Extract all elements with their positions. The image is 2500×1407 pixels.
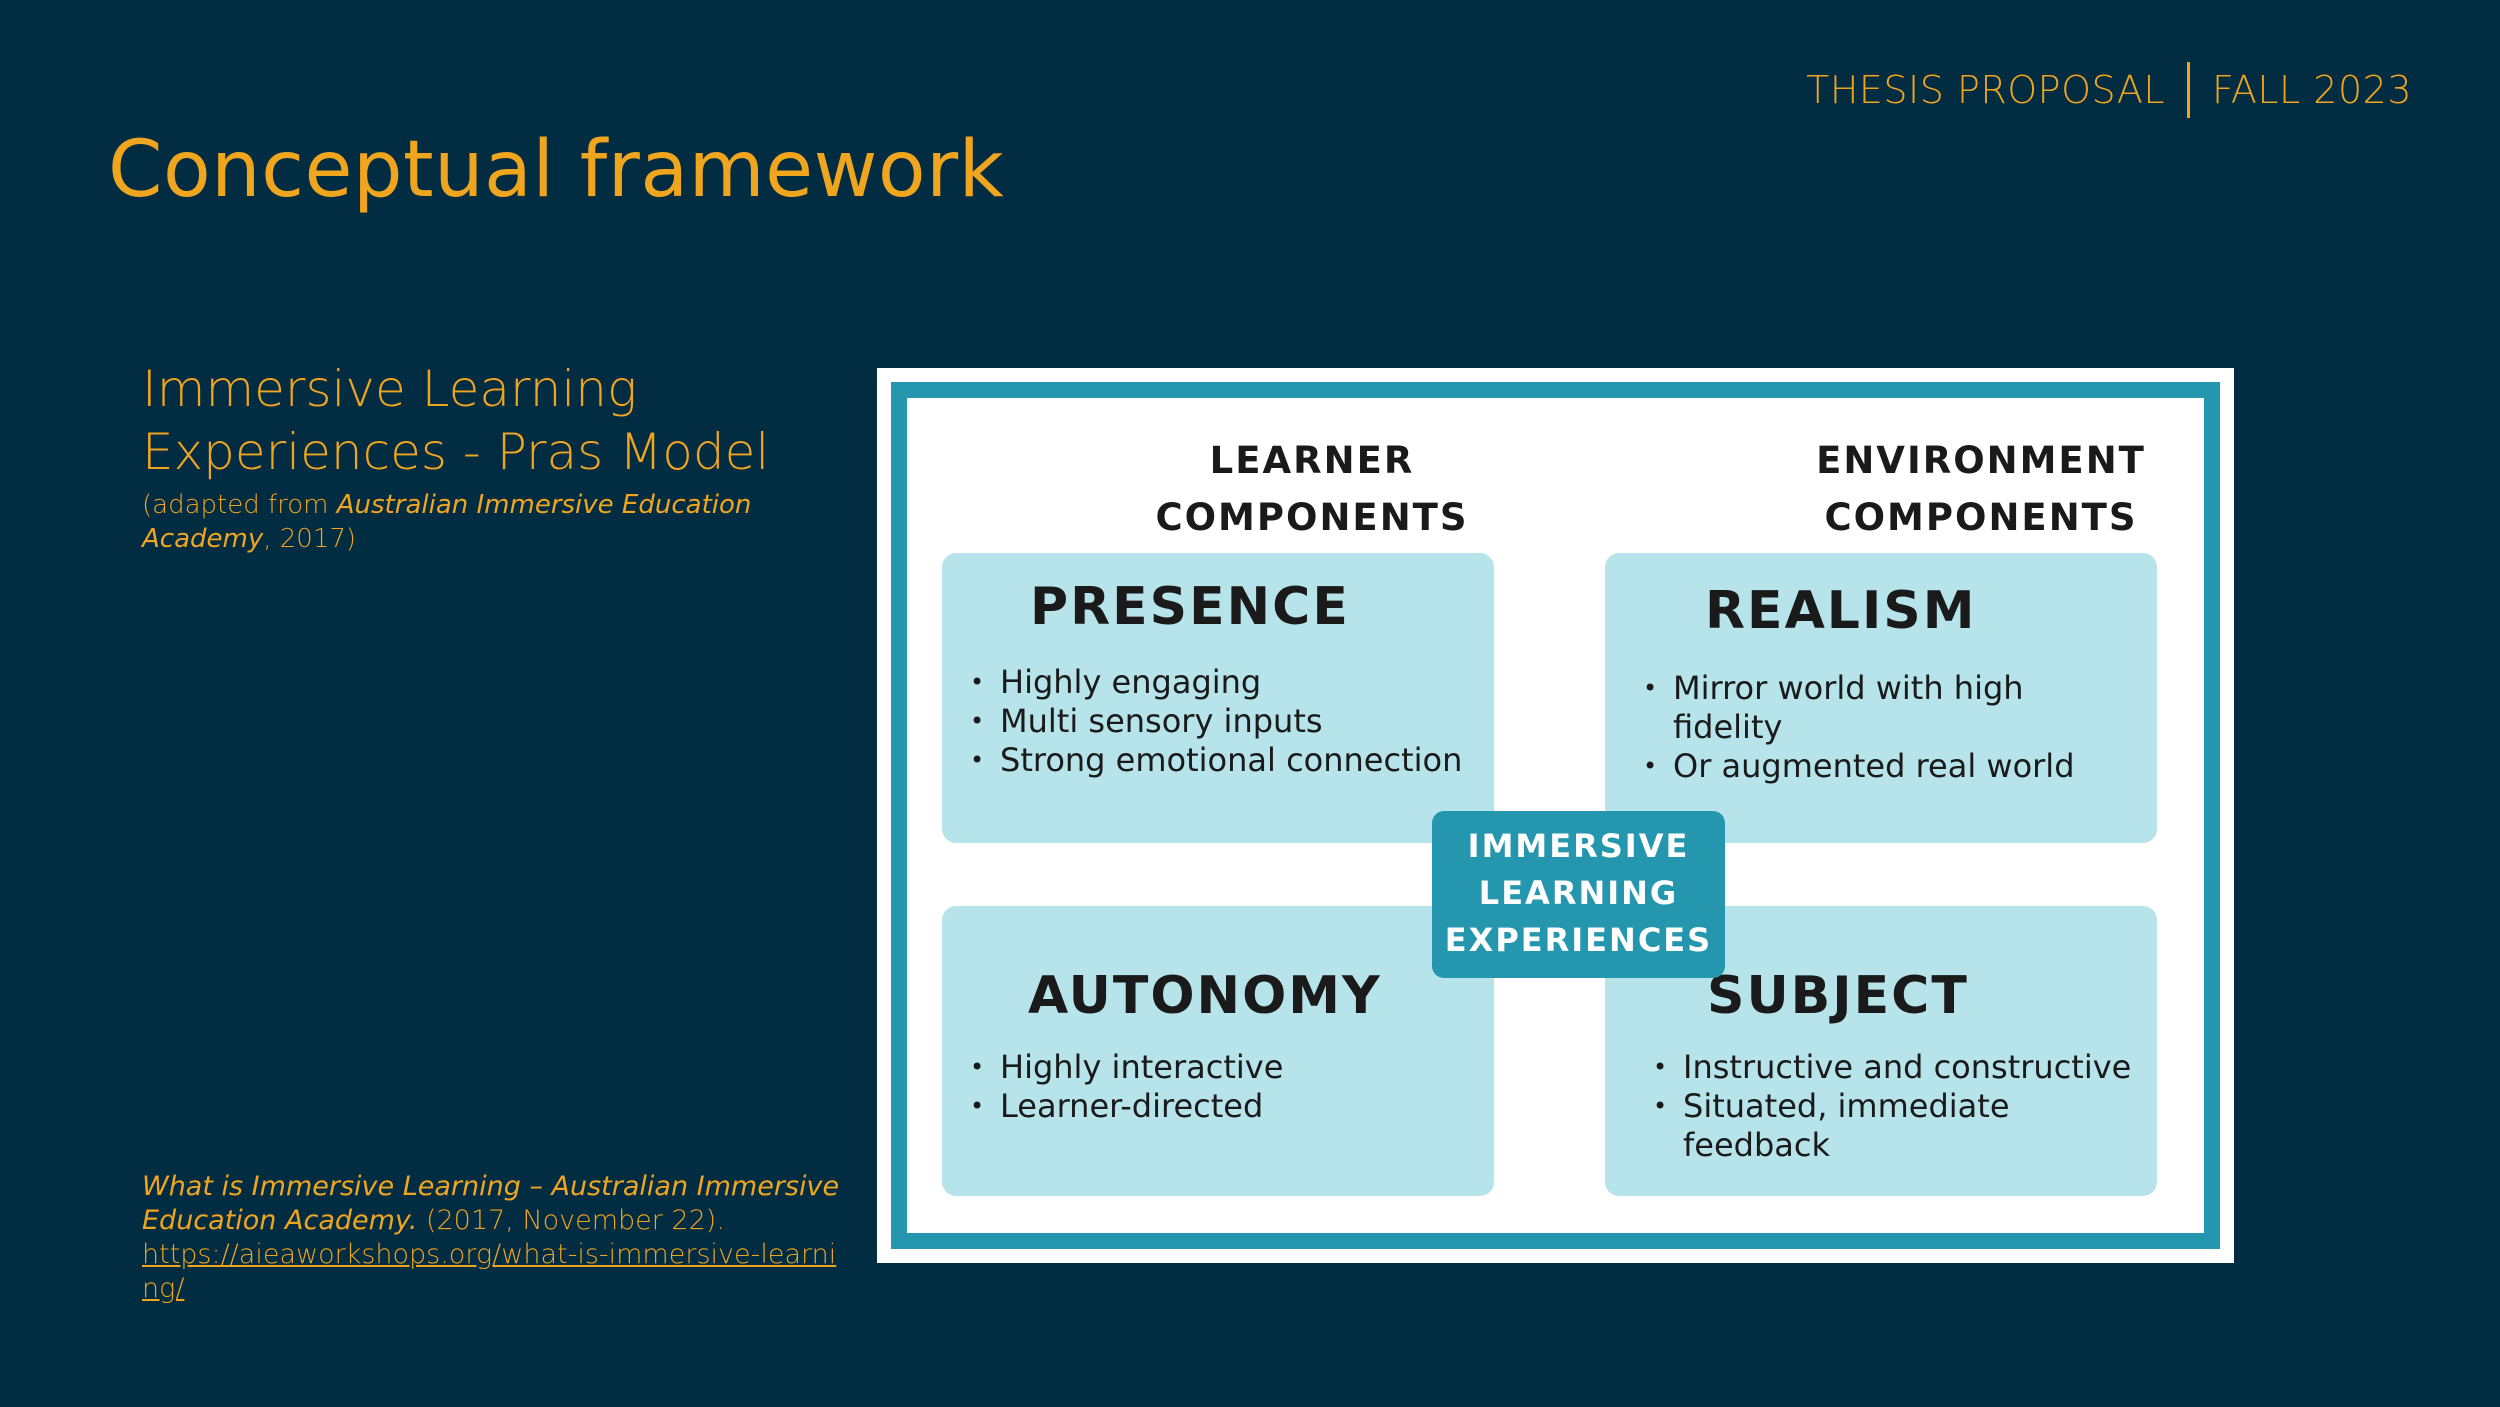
- learner-components-header: LEARNER COMPONENTS: [1052, 432, 1572, 546]
- quadrant-bullets: Highly interactive Learner-directed: [970, 1048, 1470, 1126]
- center-label-line2: LEARNING: [1478, 874, 1679, 912]
- framework-figure: LEARNER COMPONENTS ENVIRONMENT COMPONENT…: [877, 368, 2234, 1263]
- model-subtitle-line1: Immersive Learning: [142, 360, 637, 418]
- reference-link[interactable]: https://aieaworkshops.org/what-is-immers…: [142, 1239, 837, 1304]
- quadrant-title: SUBJECT: [1707, 966, 1969, 1026]
- model-subtitle: Immersive Learning Experiences - Pras Mo…: [142, 358, 842, 484]
- bullet-item: Highly interactive: [970, 1048, 1470, 1087]
- center-label-line1: IMMERSIVE: [1467, 827, 1690, 865]
- center-immersive-learning-box: IMMERSIVE LEARNING EXPERIENCES: [1432, 811, 1725, 978]
- bullet-item: Strong emotional connection: [970, 741, 1490, 780]
- quadrant-autonomy: AUTONOMY Highly interactive Learner-dire…: [942, 906, 1494, 1196]
- bullet-item: Learner-directed: [970, 1087, 1470, 1126]
- framework-border: LEARNER COMPONENTS ENVIRONMENT COMPONENT…: [891, 382, 2220, 1249]
- source-italic: Australian Immersive Education Academy: [142, 490, 752, 554]
- quadrant-title: AUTONOMY: [1028, 966, 1382, 1026]
- quadrant-title: PRESENCE: [1030, 577, 1350, 637]
- bullet-item: Mirror world with high fidelity: [1643, 669, 2143, 747]
- reference-date: (2017, November 22).: [417, 1205, 725, 1236]
- reference-citation: What is Immersive Learning – Australian …: [142, 1170, 842, 1306]
- source-suffix: , 2017): [263, 524, 357, 554]
- environment-header-line1: ENVIRONMENT: [1816, 439, 2146, 482]
- header-divider: [2187, 62, 2190, 118]
- source-prefix: (adapted from: [142, 490, 337, 520]
- source-note: (adapted from Australian Immersive Educa…: [142, 488, 842, 556]
- center-label-line3: EXPERIENCES: [1444, 921, 1713, 959]
- bullet-item: Highly engaging: [970, 663, 1490, 702]
- bullet-item: Multi sensory inputs: [970, 702, 1490, 741]
- header-label-term: FALL 2023: [2212, 68, 2412, 112]
- page-title: Conceptual framework: [108, 125, 1005, 215]
- bullet-item: Situated, immediate feedback: [1653, 1087, 2153, 1165]
- quadrant-presence: PRESENCE Highly engaging Multi sensory i…: [942, 553, 1494, 843]
- left-panel: Immersive Learning Experiences - Pras Mo…: [142, 358, 842, 556]
- bullet-item: Or augmented real world: [1643, 747, 2143, 786]
- quadrant-title: REALISM: [1705, 581, 1977, 641]
- quadrant-bullets: Mirror world with high fidelity Or augme…: [1643, 669, 2143, 786]
- environment-components-header: ENVIRONMENT COMPONENTS: [1721, 432, 2241, 546]
- quadrant-subject: SUBJECT Instructive and constructive Sit…: [1605, 906, 2157, 1196]
- quadrant-bullets: Instructive and constructive Situated, i…: [1653, 1048, 2153, 1165]
- model-subtitle-line2: Experiences - Pras Model: [142, 423, 770, 481]
- header-label-thesis: THESIS PROPOSAL: [1806, 68, 2165, 112]
- bullet-item: Instructive and constructive: [1653, 1048, 2153, 1087]
- learner-header-line1: LEARNER: [1209, 439, 1415, 482]
- slide-header: THESIS PROPOSAL FALL 2023: [1806, 62, 2412, 118]
- reference-title: What is Immersive Learning – Australian …: [142, 1171, 840, 1236]
- quadrant-realism: REALISM Mirror world with high fidelity …: [1605, 553, 2157, 843]
- learner-header-line2: COMPONENTS: [1155, 496, 1469, 539]
- quadrant-bullets: Highly engaging Multi sensory inputs Str…: [970, 663, 1490, 780]
- environment-header-line2: COMPONENTS: [1824, 496, 2138, 539]
